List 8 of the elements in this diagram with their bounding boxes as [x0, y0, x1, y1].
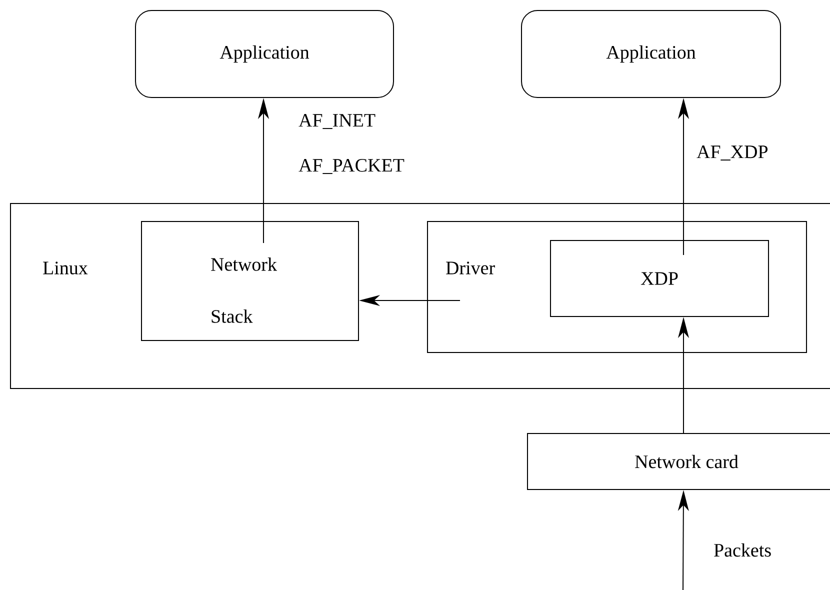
- edge-label: AF_INET AF_PACKET: [298, 114, 404, 174]
- edge-label: Packets: [714, 543, 771, 557]
- application-box: Application: [135, 10, 394, 98]
- card-box: Network card: [527, 433, 830, 490]
- stack-box: Network Stack: [141, 221, 359, 341]
- xdp-box: XDP: [550, 240, 769, 317]
- application-box: Application: [521, 10, 781, 98]
- edge-label: AF_XDP: [696, 146, 768, 160]
